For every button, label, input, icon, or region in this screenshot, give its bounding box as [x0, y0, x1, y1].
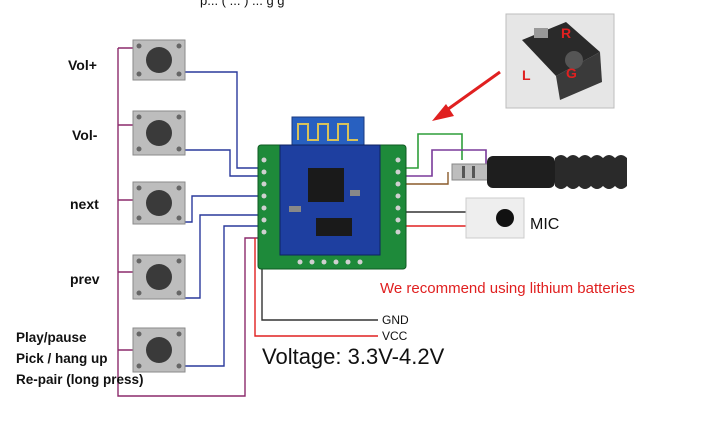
tactile-button-volup	[132, 39, 186, 81]
button-label-play-line2: Pick / hang up	[16, 351, 108, 366]
button-label-next: next	[70, 196, 99, 212]
jack-wire-brown	[404, 172, 449, 185]
microphone	[465, 197, 525, 239]
jack-socket-photo	[505, 13, 615, 109]
arrow-icon	[432, 70, 501, 121]
vcc-label: VCC	[382, 329, 408, 343]
button-label-play-line1: Play/pause	[16, 330, 87, 345]
tactile-button-play	[132, 327, 186, 373]
jack-wire-green	[404, 133, 463, 169]
jack-pin-r: R	[561, 25, 571, 41]
button-label-play-line3: Re-pair (long press)	[16, 372, 144, 387]
mic-label: MIC	[530, 216, 560, 233]
vcc-wire	[254, 238, 378, 337]
button-label-volup: Vol+	[68, 57, 97, 73]
battery-recommendation: We recommend using lithium batteries	[380, 280, 635, 297]
tactile-button-next	[132, 181, 186, 225]
gnd-label: GND	[382, 313, 409, 327]
audio-plug	[451, 155, 627, 189]
bluetooth-module	[257, 116, 407, 270]
tactile-button-voldown	[132, 110, 186, 156]
button-label-prev: prev	[70, 271, 100, 287]
jack-pin-l: L	[522, 67, 531, 83]
header-fragment: p... ( ... ) ... g g	[200, 0, 285, 8]
button-label-voldown: Vol-	[72, 127, 98, 143]
button-signal-wires	[184, 71, 262, 367]
tactile-button-prev	[132, 254, 186, 300]
jack-pin-g: G	[566, 65, 577, 81]
jack-wire-purple	[404, 149, 487, 177]
voltage-label: Voltage: 3.3V-4.2V	[262, 344, 445, 369]
